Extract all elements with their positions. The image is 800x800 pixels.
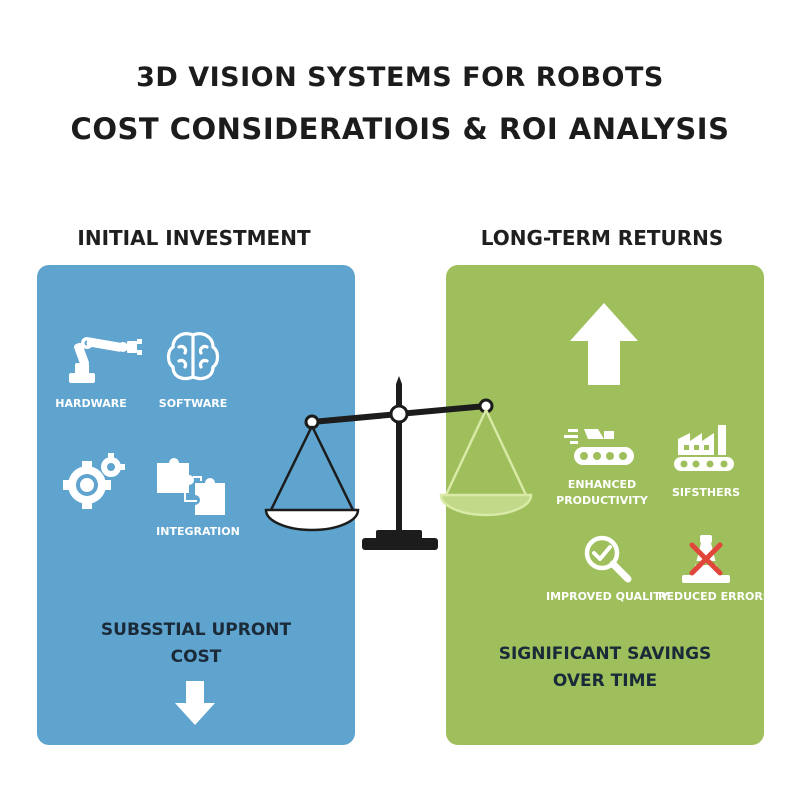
- balance-scale-icon: [264, 376, 533, 550]
- enhanced-productivity-line2: PRODUCTIVITY: [556, 494, 648, 507]
- up-arrow-icon: [570, 303, 638, 385]
- error-x-icon: [682, 535, 730, 583]
- right-footer: SIGNIFICANT SAVINGS OVER TIME: [446, 641, 764, 695]
- page-subtitle: COST CONSIDERATIOIS & ROI ANALYSIS: [70, 112, 730, 146]
- factory-icon: [674, 425, 734, 471]
- software-label: SOFTWARE: [158, 397, 228, 410]
- robot-arm-icon: [69, 337, 142, 383]
- reduced-errors-label: REDUCED ERRORS: [658, 590, 771, 603]
- right-footer-line2: OVER TIME: [552, 671, 658, 691]
- page-title: 3D VISION SYSTEMS FOR ROBOTS: [136, 62, 664, 93]
- gears-icon: [63, 453, 125, 509]
- improved-quality-label: IMPROVED QUALITY: [546, 590, 669, 603]
- integration-label: INTEGRATION: [156, 525, 240, 538]
- long-term-returns-heading: LONG-TERM RETURNS: [480, 226, 724, 250]
- conveyor-icon: [564, 429, 634, 465]
- enhanced-productivity-label: ENHANCED PRODUCTIVITY: [542, 477, 662, 509]
- initial-investment-panel: HARDWARE SOFTWARE: [37, 265, 355, 745]
- hardware-label: HARDWARE: [55, 397, 127, 410]
- enhanced-productivity-line1: ENHANCED: [567, 478, 637, 491]
- initial-investment-heading: INITIAL INVESTMENT: [77, 226, 311, 250]
- left-footer-line2: COST: [170, 647, 222, 667]
- puzzle-icon: [157, 458, 225, 515]
- left-footer: SUBSSTIAL UPRONT COST: [37, 617, 355, 671]
- sifsthers-label: SIFSTHERS: [671, 486, 741, 499]
- left-footer-line1: SUBSSTIAL UPRONT: [100, 620, 292, 640]
- down-arrow-icon: [175, 681, 215, 725]
- brain-icon: [166, 332, 220, 381]
- right-footer-line1: SIGNIFICANT SAVINGS: [498, 644, 712, 664]
- magnifier-check-icon: [584, 535, 632, 583]
